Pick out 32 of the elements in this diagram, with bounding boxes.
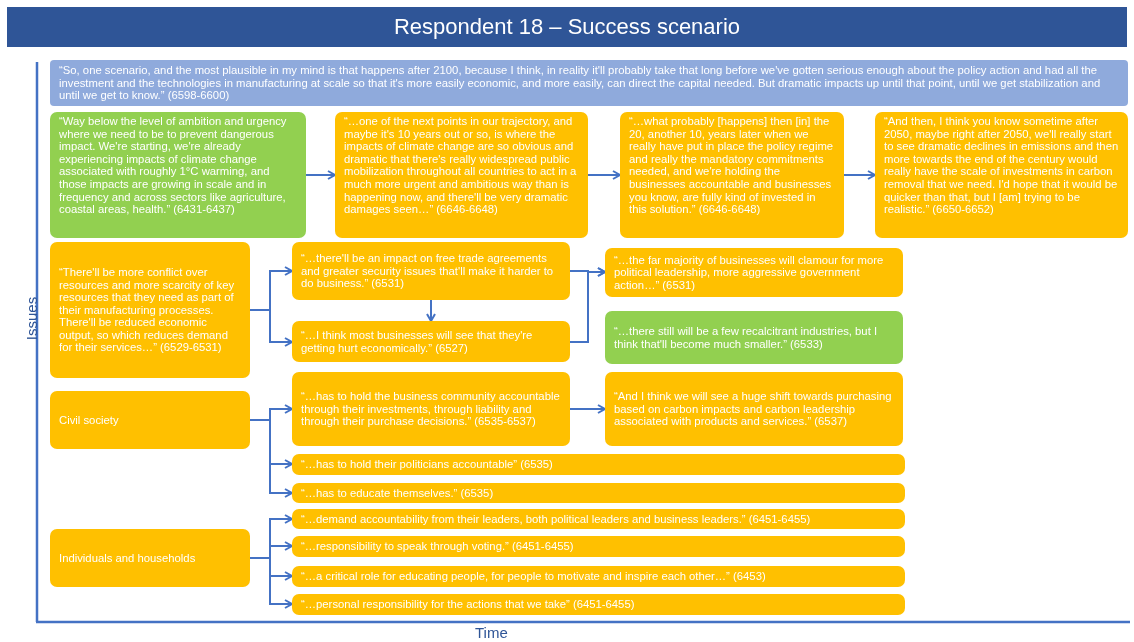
quote-box: “…demand accountability from their leaders, both political leaders and business leaders.” (6451-6455): [292, 509, 905, 529]
quote-box: “…responsibility to speak through voting.” (6451-6455): [292, 536, 905, 557]
arrow: [249, 309, 293, 347]
quote-box: “And then, I think you know sometime after 2050, maybe right after 2050, we'll really start to see dramatic declines in emissions and then more towards the end of the century would really have the scale of investments in carbon removal that we need. I'd hope that it would be quicker than that, but I [am] trying to be realistic.” (6650-6652): [875, 112, 1128, 238]
quote-box: “There'll be more conflict over resources and more scarcity of key resources that they need as part of their manufacturing processes. There'll be reduced economic output, so which reduces demand for their services…” (6529-6531): [50, 242, 250, 378]
quote-box: “Way below the level of ambition and urgency where we need to be to prevent dangerous impact. We're starting, we're already experiencing impacts of climate change associated with roughly 1°C warming, and those impacts are growing in scale and in frequency and across sectors like agriculture, coastal areas, health.” (6431-6437): [50, 112, 306, 238]
quote-box: “So, one scenario, and the most plausible in my mind is that happens after 2100, because I think, in reality it'll probably take that long before we've gotten serious enough about the policy action and had all the investment and the technologies in manufacturing at scale so that it's more easily economic, and more easily, can direct the capital needed. But dramatic impacts up until that point, until we get stabilization and until we get to know.” (6598-6600): [50, 60, 1128, 106]
category-box: Individuals and households: [50, 529, 250, 587]
quote-box: “…the far majority of businesses will clamour for more political leadership, more aggressive government action…” (6531): [605, 248, 903, 297]
quote-box: “…a critical role for educating people, for people to motivate and inspire each other…” (6453): [292, 566, 905, 587]
quote-box: “…one of the next points in our trajectory, and maybe it's 10 years out or so, is where the impacts of climate change are so obvious and dramatic that there's really widespread public mobilization throughout all countries to act in a much more urgent and ambitious way than is happening now, and there'll be very dramatic damages seen…” (6646-6648): [335, 112, 588, 238]
quote-box: “…what probably [happens] then [in] the 20, another 10, years later when we really have put in place the policy regime and really the mandatory commitments needed, and we're holding the businesses accountable and businesses you know, are fully kind of invested in this solution.” (6646-6648): [620, 112, 844, 238]
quote-box: “…there still will be a few recalcitrant industries, but I think that'll become much smaller.” (6533): [605, 311, 903, 364]
arrow: [587, 170, 621, 180]
axis-label: Issues: [23, 296, 41, 341]
axis-label: Time: [475, 624, 508, 641]
quote-box: “…I think most businesses will see that they're getting hurt economically.” (6527): [292, 321, 570, 362]
quote-box: “…has to hold the business community accountable through their investments, through liability and through their purchase decisions.” (6535-6537): [292, 372, 570, 446]
arrow: [426, 299, 436, 322]
category-box: Civil society: [50, 391, 250, 449]
arrow: [569, 404, 606, 414]
quote-box: “…has to educate themselves.” (6535): [292, 483, 905, 503]
title-bar: Respondent 18 – Success scenario: [7, 7, 1127, 47]
arrow: [569, 267, 606, 343]
quote-box: “…personal responsibility for the actions that we take” (6451-6455): [292, 594, 905, 615]
arrow: [305, 170, 336, 180]
arrow: [249, 557, 293, 609]
quote-box: “And I think we will see a huge shift towards purchasing based on carbon impacts and carbon leadership associated with products and services.” (6537): [605, 372, 903, 446]
quote-box: “…there'll be an impact on free trade agreements and greater security issues that'll make it harder to do business.” (6531): [292, 242, 570, 300]
arrow: [249, 419, 293, 498]
arrow: [843, 170, 876, 180]
quote-box: “…has to hold their politicians accountable” (6535): [292, 454, 905, 475]
